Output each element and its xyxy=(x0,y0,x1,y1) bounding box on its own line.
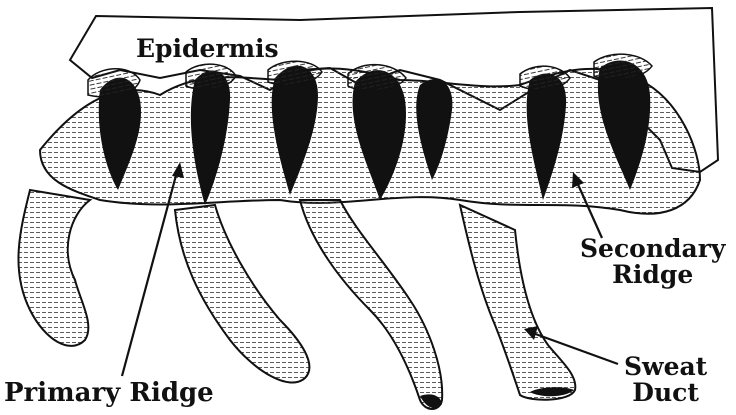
secondary-ridge-label-line2: Ridge xyxy=(580,262,725,288)
secondary-ridge-label: Secondary Ridge xyxy=(580,236,725,289)
sweat-duct-label-line1: Sweat xyxy=(624,354,707,380)
primary-ridge-label: Primary Ridge xyxy=(4,380,214,407)
epidermis-label: Epidermis xyxy=(136,36,279,62)
sweat-duct-label: Sweat Duct xyxy=(624,354,707,407)
duct-roots xyxy=(18,190,575,409)
sweat-duct-label-line2: Duct xyxy=(624,380,707,406)
secondary-ridge-label-line1: Secondary xyxy=(580,236,725,262)
